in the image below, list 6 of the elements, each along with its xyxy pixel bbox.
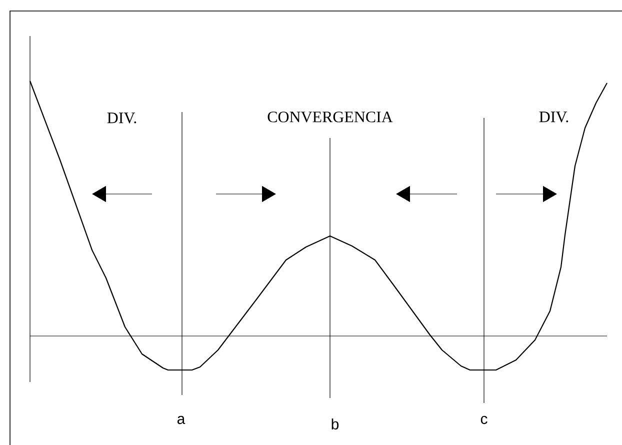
axis-point-label: c — [480, 416, 488, 424]
region-label: DIV. — [107, 112, 136, 124]
region-label: CONVERGENCIA — [268, 112, 393, 122]
axis-point-label: a — [178, 416, 186, 424]
region-label: DIV. — [539, 112, 568, 122]
axis-point-label: b — [332, 418, 339, 430]
